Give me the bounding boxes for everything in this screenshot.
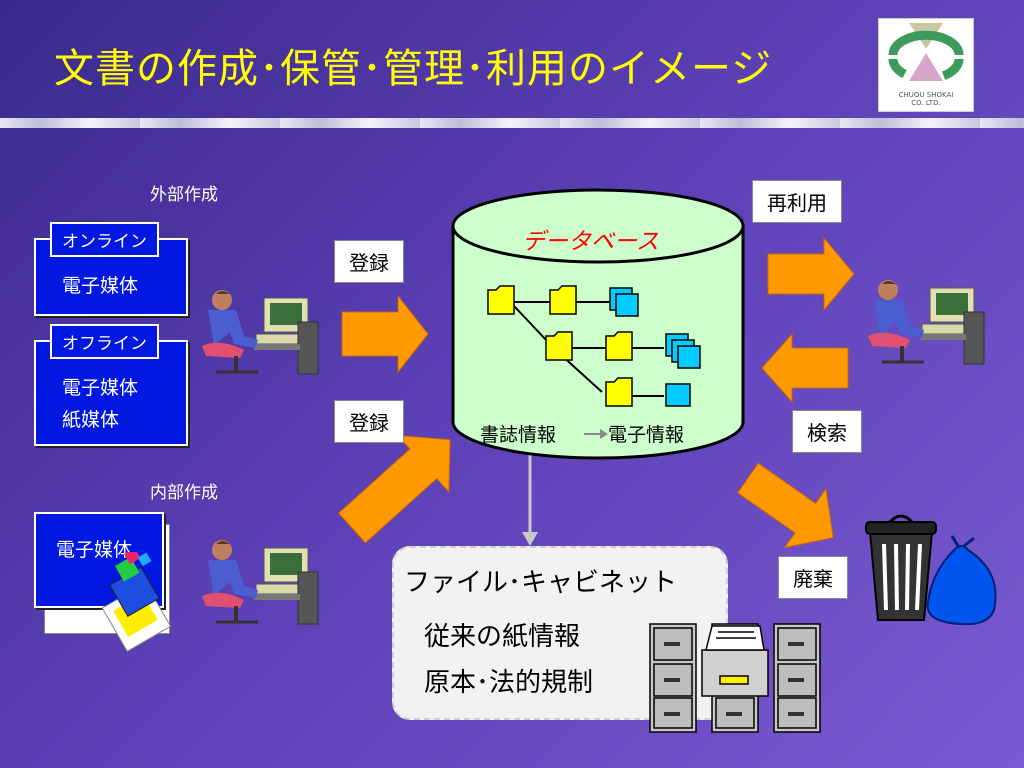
register-arrow-2: [337, 434, 451, 544]
offline-tab: オフライン: [50, 324, 159, 359]
page-title: 文書の作成･保管･管理･利用のイメージ: [54, 46, 773, 92]
offline-media-text-1: 電子媒体: [62, 377, 139, 399]
paper-info-label: 従来の紙情報: [424, 622, 581, 652]
file-cabinets-icon: [649, 623, 821, 733]
dispose-button[interactable]: 廃棄: [778, 556, 848, 599]
search-arrow: [761, 332, 849, 404]
database-title: データベース: [522, 229, 659, 255]
online-media-text: 電子媒体: [62, 275, 139, 297]
computer-user-icon-2: [202, 540, 319, 625]
internal-creation-label: 内部作成: [150, 483, 218, 503]
computer-user-icon-3: [868, 280, 985, 365]
trash-can-icon: [865, 514, 997, 626]
search-button[interactable]: 検索: [792, 410, 862, 453]
internal-media-text: 電子媒体: [56, 539, 133, 561]
database-cylinder-icon: [451, 188, 745, 460]
logo-mark-icon: [888, 23, 964, 84]
header-divider: [0, 118, 1024, 128]
register-button-1[interactable]: 登録: [334, 240, 404, 283]
logo-line-1: CHUOU SHOKAI: [898, 91, 954, 99]
dispose-arrow: [736, 462, 834, 549]
logo-line-2: CO. LTD.: [911, 99, 941, 107]
original-legal-label: 原本･法的規制: [424, 668, 594, 698]
reuse-arrow: [767, 236, 855, 312]
offline-media-text-2: 紙媒体: [62, 409, 120, 431]
computer-user-icon: [202, 290, 319, 375]
file-cabinet-title: ファイル･キャビネット: [404, 568, 678, 598]
external-creation-label: 外部作成: [150, 185, 218, 205]
floppy-disks-icon: [101, 552, 172, 652]
online-tab: オンライン: [50, 222, 159, 257]
bibliographic-info-label: 書誌情報: [480, 424, 557, 446]
company-logo: CHUOU SHOKAI CO. LTD.: [878, 18, 974, 112]
register-button-2[interactable]: 登録: [334, 400, 404, 443]
register-arrow-1: [341, 294, 429, 374]
electronic-info-label: 電子情報: [608, 424, 685, 446]
reuse-button[interactable]: 再利用: [752, 180, 842, 223]
